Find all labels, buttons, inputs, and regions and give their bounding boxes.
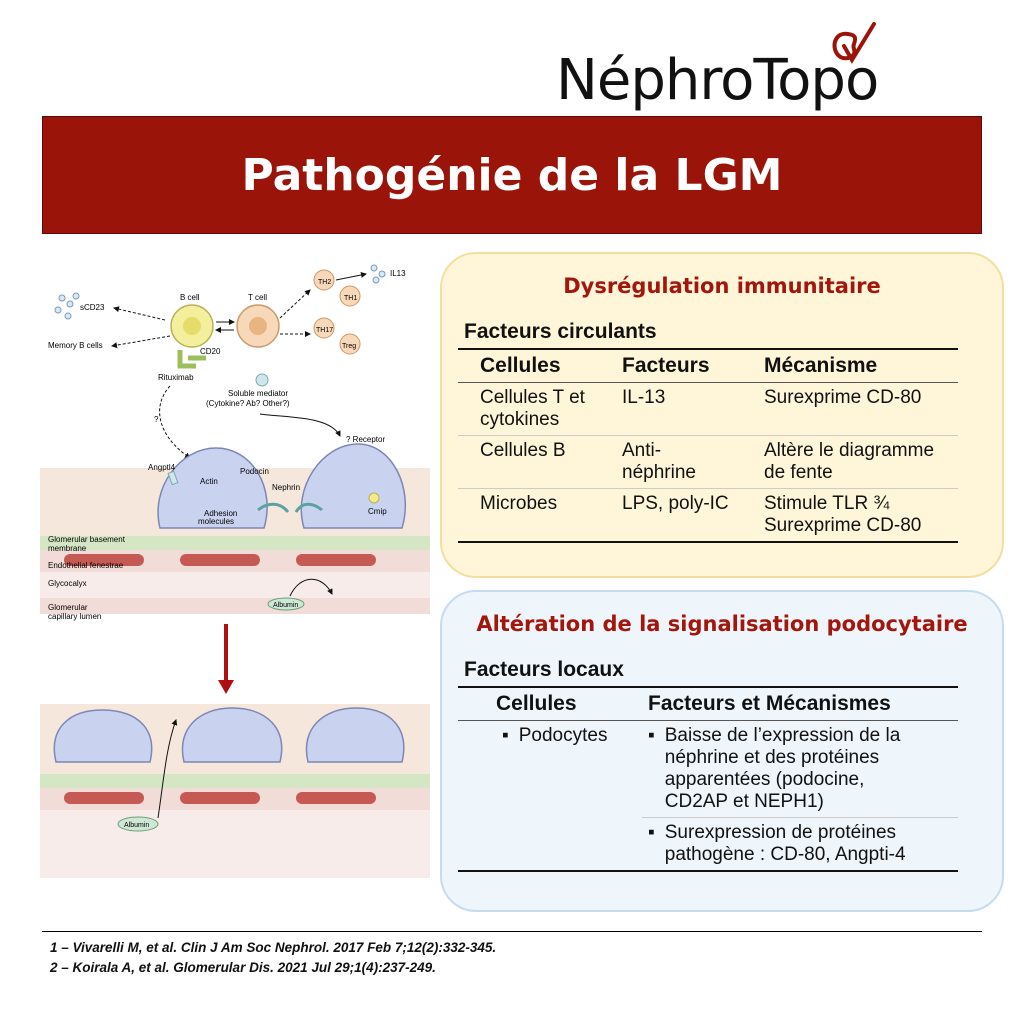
cell-text: Stimule TLR ¾ (764, 493, 890, 514)
item-text: CD2AP et NEPH1) (664, 791, 824, 812)
table-row: Cellules B Anti-néphrine Altère le diagr… (458, 436, 958, 489)
cell-text: Cellules T et (480, 387, 585, 408)
immune-table: Facteurs circulants Cellules Facteurs Mé… (458, 316, 958, 543)
svg-text:Treg: Treg (342, 343, 356, 350)
brand-name: NéphroTopo (556, 48, 879, 113)
glyco-label: Glycocalyx (48, 579, 87, 588)
il13-label: IL13 (390, 269, 406, 278)
question-label: ? (154, 415, 159, 424)
svg-text:TH17: TH17 (316, 327, 333, 334)
cell-text: néphrine (622, 462, 696, 483)
adhesion-label: Adhesion (204, 509, 237, 518)
cell-text: IL-13 (622, 387, 666, 408)
actin-label: Actin (200, 477, 218, 486)
pathogenesis-diagram: sCD23 Memory B cells B cell T cell CD20 … (40, 264, 430, 878)
cd20-label: CD20 (200, 347, 221, 356)
albumin-label-top: Albumin (273, 602, 298, 609)
col-facteurs: Facteurs (622, 354, 710, 377)
table-row: Surexpression de protéines pathogène : C… (458, 818, 958, 871)
podocyte-panel: Altération de la signalisation podocytai… (440, 590, 1004, 912)
cell-text: de fente (764, 462, 833, 483)
col-cellules: Cellules (480, 354, 561, 377)
title-banner: Pathogénie de la LGM (42, 116, 982, 234)
podo-subtitle: Facteurs locaux (464, 658, 624, 681)
footer-divider (42, 931, 982, 932)
memory-b-label: Memory B cells (48, 341, 103, 350)
col-cellules: Cellules (496, 692, 577, 715)
item-text: pathogène : CD-80, Angpti-4 (664, 844, 906, 865)
cell-text: Anti- (622, 440, 662, 461)
b-cell-label: B cell (180, 293, 200, 302)
podo-table: Facteurs locaux Cellules Facteurs et Méc… (458, 654, 958, 872)
cell-text: Altère le diagramme (764, 440, 935, 461)
cell-text: Surexprime CD-80 (764, 515, 922, 536)
immune-panel: Dysrégulation immunitaire Facteurs circu… (440, 252, 1004, 578)
nephrin-label: Nephrin (272, 483, 300, 492)
svg-text:TH1: TH1 (344, 295, 357, 302)
rituximab-label: Rituximab (158, 373, 194, 382)
cmip-label: Cmip (368, 507, 387, 516)
item-text: néphrine et des protéines (664, 747, 880, 768)
gbm-label: Glomerular basement (48, 535, 126, 544)
item-text: Baisse de l’expression de la (664, 725, 901, 746)
scd23-label: sCD23 (80, 303, 105, 312)
t-cell-label: T cell (248, 293, 267, 302)
reference-2: 2 – Koirala A, et al. Glomerular Dis. 20… (50, 960, 436, 975)
lumen-label-2: capillary lumen (48, 612, 101, 621)
gbm-label-2: membrane (48, 544, 87, 553)
reference-1: 1 – Vivarelli M, et al. Clin J Am Soc Ne… (50, 940, 497, 955)
angptl4-label: Angptl4 (148, 463, 176, 472)
albumin-label-bottom: Albumin (124, 822, 149, 829)
soluble-label: Soluble mediator (228, 389, 288, 398)
podocyte-left (157, 447, 268, 529)
brand-logo: NéphroTopo (556, 20, 916, 120)
cell-text: Surexprime CD-80 (764, 387, 922, 408)
endo-label: Endothelial fenestrae (48, 561, 124, 570)
podo-title: Altération de la signalisation podocytai… (476, 612, 968, 636)
cell-text: Cellules B (480, 440, 566, 461)
table-row: Podocytes Baisse de l’expression de la n… (458, 721, 958, 818)
cell-text: cytokines (480, 409, 560, 430)
podo-cell: Podocytes (502, 725, 607, 746)
immune-title: Dysrégulation immunitaire (563, 274, 881, 298)
soluble-label-2: (Cytokine? Ab? Other?) (206, 399, 290, 408)
page-title: Pathogénie de la LGM (241, 149, 783, 201)
podocin-label: Podocin (240, 467, 269, 476)
cell-text: LPS, poly-IC (622, 493, 729, 514)
immune-subtitle: Facteurs circulants (464, 320, 657, 343)
lumen-label: Glomerular (48, 603, 88, 612)
cell-text: Microbes (480, 493, 558, 514)
item-text: apparentées (podocine, (664, 769, 865, 790)
col-facteurs-mecanismes: Facteurs et Mécanismes (648, 692, 891, 715)
references: 1 – Vivarelli M, et al. Clin J Am Soc Ne… (50, 938, 496, 978)
item-text: Surexpression de protéines (664, 822, 897, 843)
svg-text:TH2: TH2 (318, 279, 331, 286)
scd23-dots (54, 292, 80, 320)
kidney-check-icon (832, 22, 876, 64)
receptor-label: ? Receptor (346, 435, 385, 444)
podocyte-right (300, 443, 407, 529)
adhesion-label-2: molecules (198, 517, 234, 526)
col-mecanisme: Mécanisme (764, 354, 878, 377)
